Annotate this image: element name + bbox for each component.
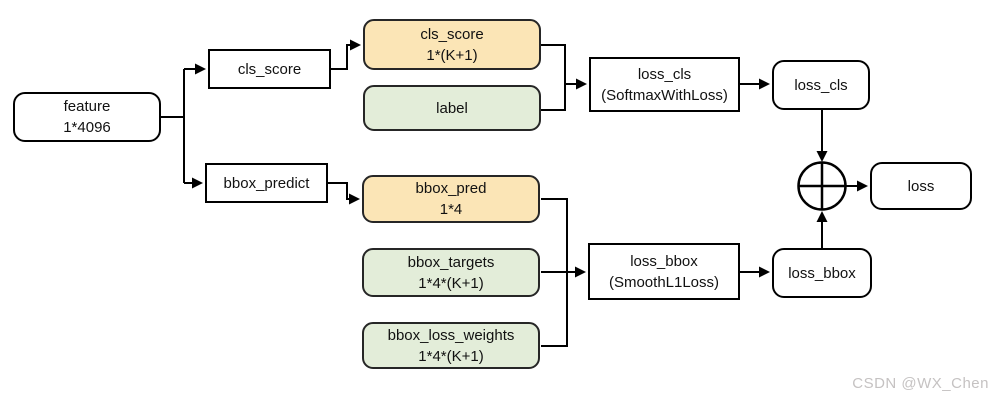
arrowhead (349, 193, 360, 205)
node-sublabel: 1*(K+1) (426, 46, 478, 64)
circle-plus-icon (797, 161, 847, 211)
arrowhead (192, 177, 203, 189)
node-loss-bbox-layer: loss_bbox (SmoothL1Loss) (588, 243, 740, 300)
node-cls-score-blob: cls_score 1*(K+1) (363, 19, 541, 70)
node-label: bbox_predict (223, 174, 310, 192)
node-sublabel: 1*4096 (63, 119, 111, 136)
edge-feature-branch (160, 68, 196, 184)
arrowhead (759, 78, 770, 90)
arrowhead (759, 266, 770, 278)
edge-cls-bracket (541, 44, 577, 111)
node-label: bbox_targets (407, 253, 495, 271)
node-label: cls_score (237, 60, 302, 78)
edge-bbox-bracket (541, 198, 576, 347)
node-bbox-targets-blob: bbox_targets 1*4*(K+1) (362, 248, 540, 297)
node-label: loss_bbox (788, 264, 856, 282)
node-loss-bbox-out: loss_bbox (772, 248, 872, 298)
node-label: loss_cls (794, 76, 848, 94)
node-label: bbox_pred (415, 180, 487, 197)
arrowhead (816, 151, 828, 162)
arrowhead (575, 266, 586, 278)
arrowhead (195, 63, 206, 75)
node-label: feature (63, 98, 111, 115)
node-label: bbox_loss_weights (387, 326, 515, 344)
node-label: loss_cls (637, 65, 692, 83)
node-loss-out: loss (870, 162, 972, 210)
csdn-watermark: CSDN @WX_Chen (852, 375, 989, 392)
node-label: cls_score (420, 25, 484, 43)
node-label: loss_bbox (630, 252, 698, 270)
arrowhead (857, 180, 868, 192)
node-feature: feature 1*4096 (13, 92, 161, 142)
node-loss-cls-layer: loss_cls (SoftmaxWithLoss) (589, 57, 740, 112)
node-bbox-loss-weights-blob: bbox_loss_weights 1*4*(K+1) (362, 322, 540, 369)
node-sublabel: (SoftmaxWithLoss) (601, 86, 728, 104)
node-label-blob: label (363, 85, 541, 131)
node-sublabel: 1*4*(K+1) (418, 274, 484, 292)
node-sublabel: 1*4*(K+1) (418, 347, 484, 365)
node-sublabel: 1*4 (439, 201, 463, 218)
node-label: label (436, 99, 468, 117)
node-sublabel: (SmoothL1Loss) (608, 273, 720, 291)
arrowhead (816, 211, 828, 222)
arrowhead (350, 39, 361, 51)
node-cls-score-fc: cls_score (208, 49, 331, 89)
arrowhead (576, 78, 587, 90)
node-loss-cls-out: loss_cls (772, 60, 870, 110)
edge-bboxpredict-to-blob (328, 182, 349, 200)
node-label: loss (907, 177, 935, 195)
edge-clsscore-to-blob (331, 44, 350, 70)
node-bbox-predict-fc: bbox_predict (205, 163, 328, 203)
node-bbox-pred-blob: bbox_pred 1*4 (362, 175, 540, 223)
